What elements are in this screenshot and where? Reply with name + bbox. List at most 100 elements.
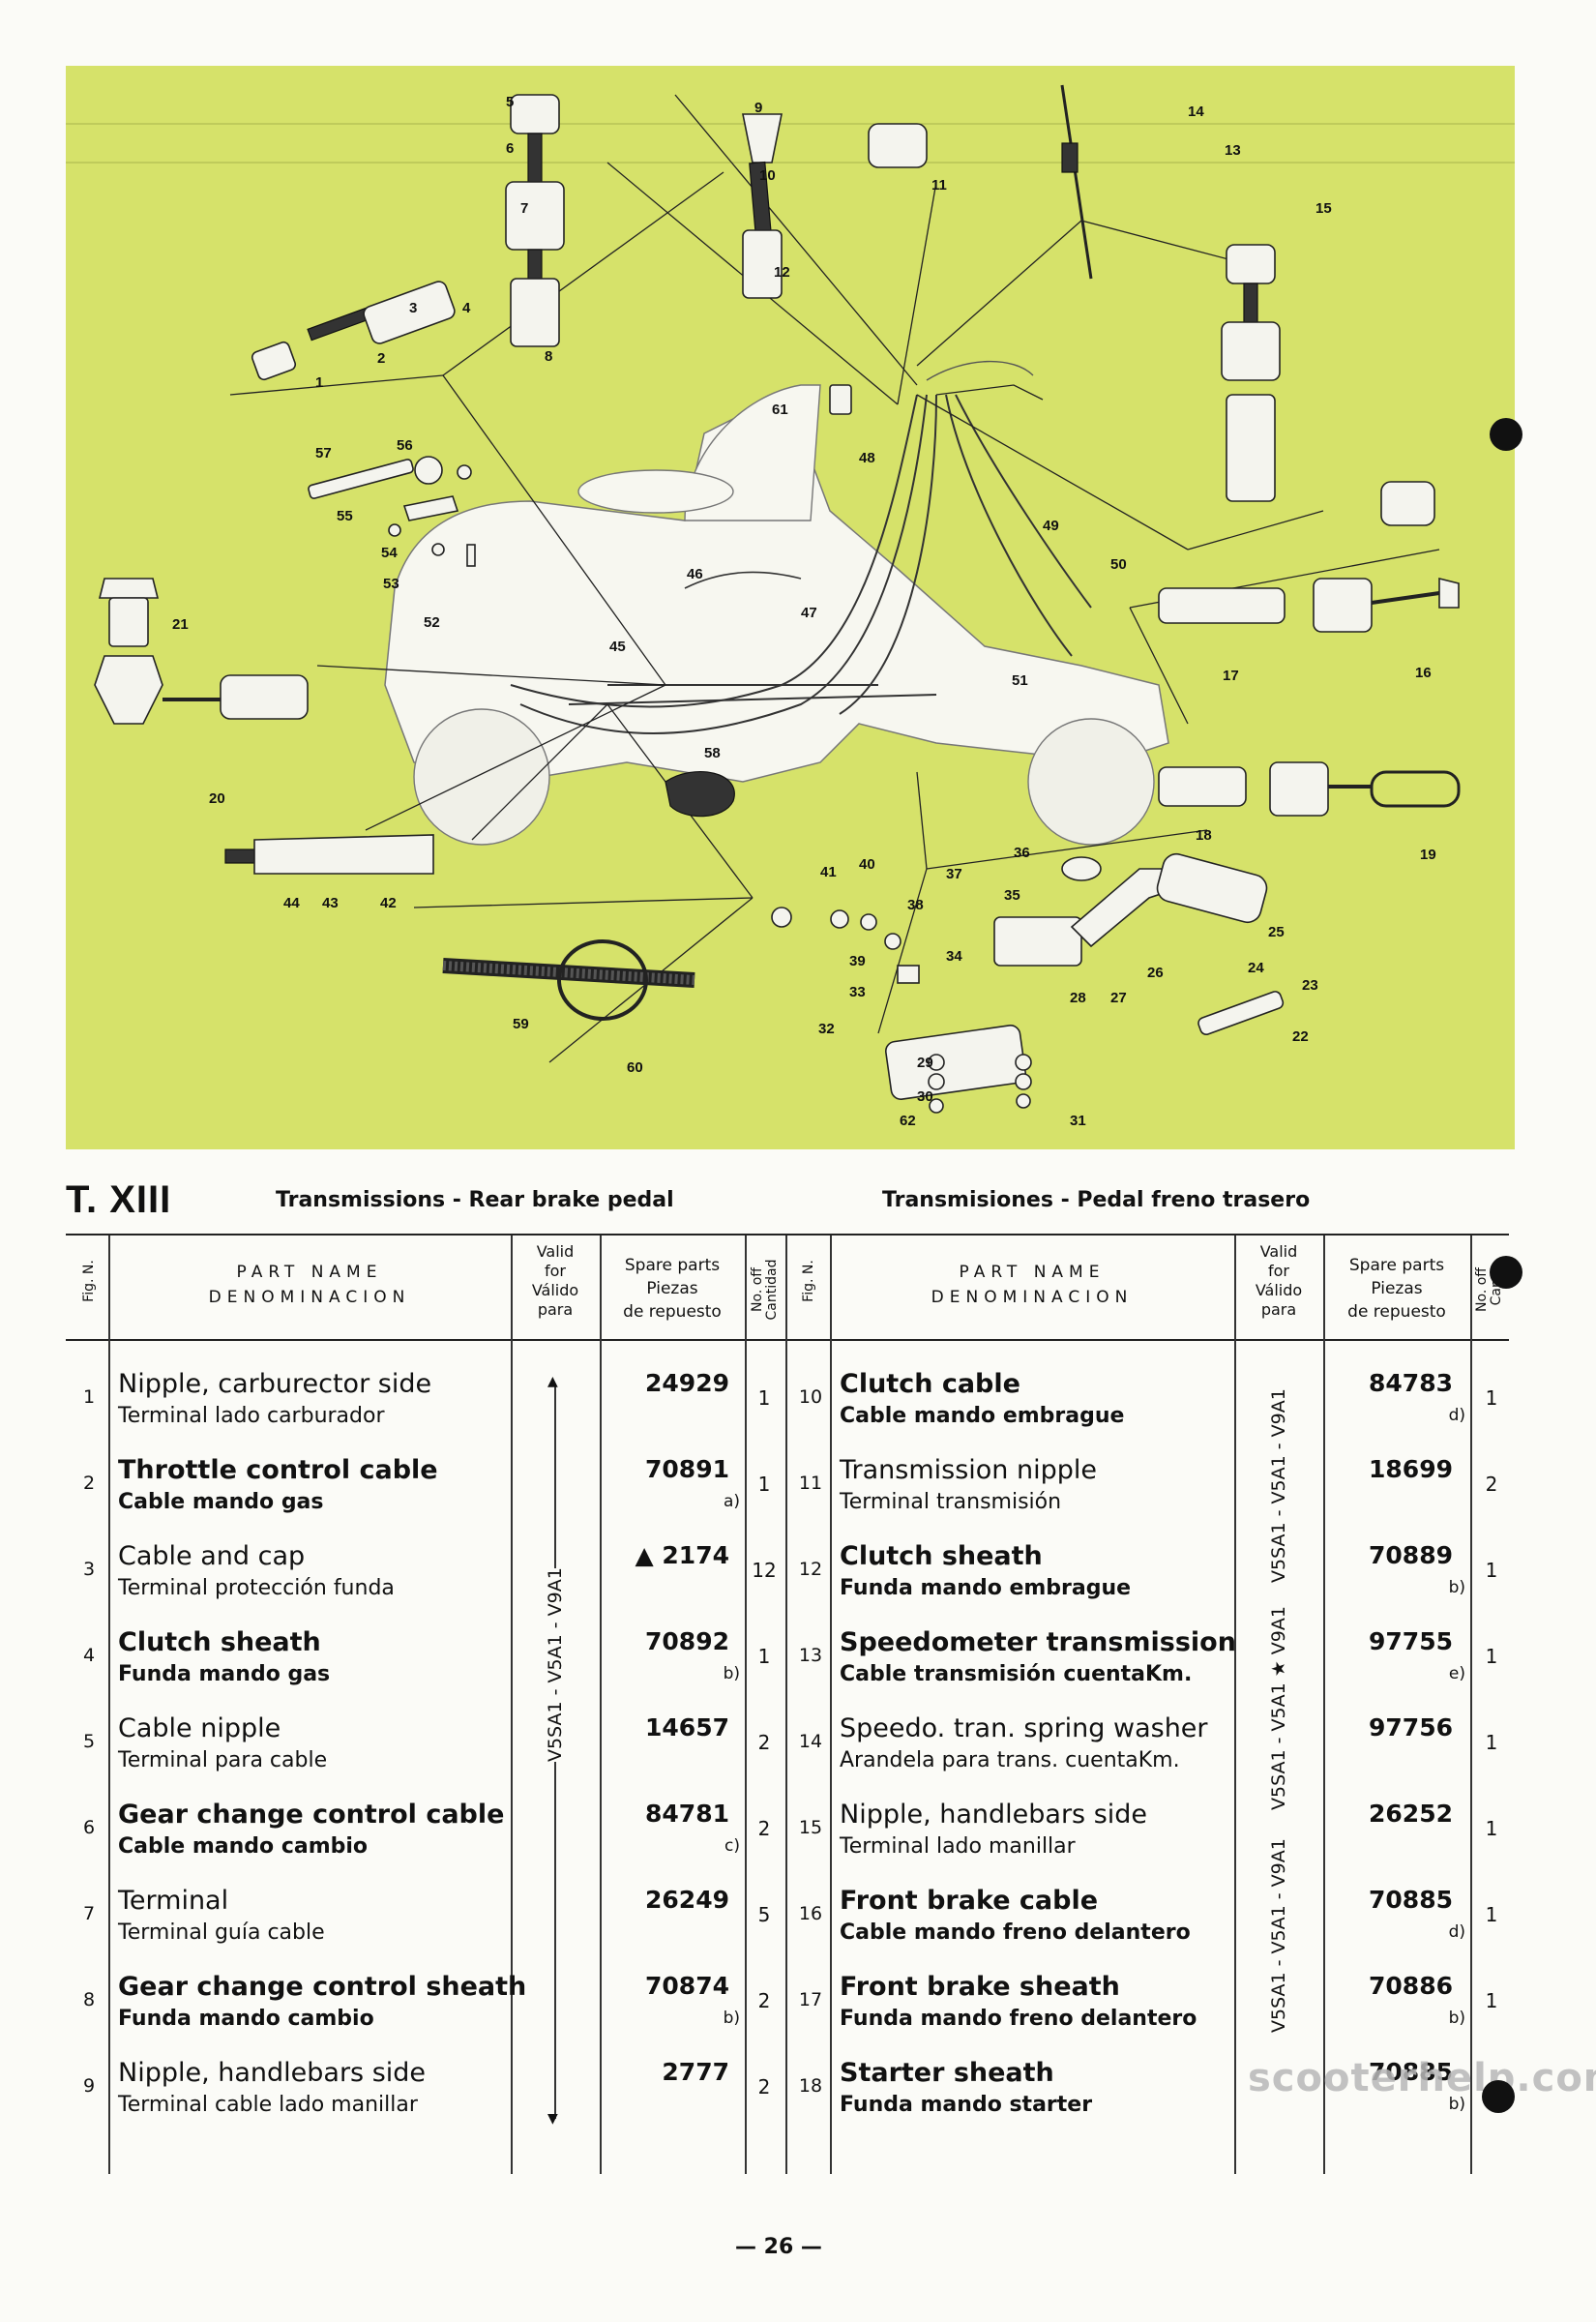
row-spare-part-code: 84783 (1369, 1369, 1453, 1397)
callout-label: 35 (1004, 887, 1020, 904)
row-spare-part-code: 84781 (645, 1800, 729, 1828)
callout-label: 41 (820, 864, 837, 880)
punch-hole (1490, 1256, 1522, 1289)
row-part-name-english: Starter sheath (840, 2058, 1054, 2088)
table-header-rule (66, 1339, 1509, 1341)
callout-label: 60 (627, 1059, 643, 1076)
callout-label: 27 (1110, 990, 1127, 1006)
row-fig-number: 14 (798, 1731, 823, 1752)
row-quantity: 1 (1485, 1817, 1498, 1840)
row-part-name-english: Transmission nipple (840, 1455, 1098, 1485)
row-fig-number: 1 (82, 1386, 96, 1408)
row-fig-number: 9 (82, 2075, 96, 2097)
row-spare-part-code: 2777 (662, 2058, 729, 2086)
row-part-name-english: Throttle control cable (118, 1455, 438, 1485)
row-part-name-english: Speedometer transmission (840, 1627, 1236, 1657)
punch-hole (1482, 2080, 1515, 2113)
callout-label: 22 (1292, 1028, 1309, 1045)
row-fig-number: 4 (82, 1645, 96, 1666)
row-part-name-spanish: Cable mando embrague (840, 1404, 1125, 1428)
row-note: a) (723, 1492, 740, 1511)
row-fig-number: 3 (82, 1559, 96, 1580)
callout-label: 15 (1315, 200, 1332, 217)
callout-label: 48 (859, 450, 875, 466)
row-part-name-spanish: Terminal cable lado manillar (118, 2093, 418, 2117)
row-quantity: 1 (1485, 1731, 1498, 1754)
row-part-name-spanish: Terminal lado manillar (840, 1834, 1076, 1859)
callout-label: 21 (172, 616, 189, 633)
callout-label: 25 (1268, 924, 1285, 940)
row-part-name-spanish: Funda mando freno delantero (840, 2007, 1197, 2031)
section-title-english: Transmissions - Rear brake pedal (276, 1188, 674, 1212)
row-quantity: 2 (757, 1817, 771, 1840)
row-part-name-spanish: Cable transmisión cuentaKm. (840, 1662, 1193, 1686)
row-quantity: 2 (1485, 1473, 1498, 1496)
callout-label: 45 (609, 639, 626, 655)
row-quantity: 2 (757, 2075, 771, 2099)
row-part-name-spanish: Funda mando starter (840, 2093, 1093, 2117)
row-part-name-spanish: Cable mando freno delantero (840, 1920, 1191, 1945)
section-title-spanish: Transmisiones - Pedal freno trasero (882, 1188, 1311, 1212)
row-fig-number: 8 (82, 1989, 96, 2010)
row-quantity: 1 (757, 1645, 771, 1668)
row-note: b) (723, 1664, 740, 1683)
callout-label: 59 (513, 1016, 529, 1032)
callout-label: 13 (1225, 142, 1241, 159)
row-part-name-spanish: Funda mando embrague (840, 1576, 1132, 1600)
callout-label: 16 (1415, 665, 1432, 681)
parts-drawings (94, 84, 1461, 1114)
row-part-name-english: Nipple, handlebars side (118, 2058, 427, 2088)
row-fig-number: 2 (82, 1473, 96, 1494)
row-note: e) (1448, 1664, 1465, 1683)
row-part-name-spanish: Cable mando gas (118, 1490, 324, 1514)
col-rule (600, 1235, 602, 2174)
row-part-name-spanish: Arandela para trans. cuentaKm. (840, 1748, 1180, 1772)
plate-number: T. XIII (66, 1178, 172, 1221)
callout-label: 36 (1014, 845, 1030, 861)
row-part-name-spanish: Terminal transmisión (840, 1490, 1062, 1514)
row-part-name-spanish: Funda mando cambio (118, 2007, 374, 2031)
row-quantity: 1 (757, 1386, 771, 1410)
row-part-name-english: Front brake sheath (840, 1972, 1120, 2002)
row-part-name-english: Nipple, handlebars side (840, 1800, 1148, 1830)
row-part-name-spanish: Funda mando gas (118, 1662, 331, 1686)
callout-label: 58 (704, 745, 721, 761)
callout-label: 51 (1012, 672, 1028, 689)
callout-label: 47 (801, 605, 817, 621)
row-note: b) (1448, 1578, 1465, 1597)
callout-label: 37 (946, 866, 962, 882)
row-fig-number: 18 (798, 2075, 823, 2097)
callout-label: 1 (315, 374, 323, 391)
row-spare-part-code: 97755 (1369, 1627, 1453, 1655)
callout-label: 30 (917, 1088, 933, 1105)
callout-label: 3 (409, 300, 417, 316)
row-part-name-english: Gear change control sheath (118, 1972, 527, 2002)
row-fig-number: 10 (798, 1386, 823, 1408)
col-rule (1234, 1235, 1236, 2174)
row-part-name-spanish: Cable mando cambio (118, 1834, 369, 1859)
callout-label: 14 (1188, 104, 1204, 120)
row-quantity: 2 (757, 1989, 771, 2012)
row-quantity: 1 (1485, 1386, 1498, 1410)
callout-label: 19 (1420, 847, 1436, 863)
row-spare-part-code: 18699 (1369, 1455, 1453, 1483)
row-spare-part-code: 70891 (645, 1455, 729, 1483)
row-fig-number: 11 (798, 1473, 823, 1494)
callout-label: 54 (381, 545, 398, 561)
row-spare-part-code: 26249 (645, 1886, 729, 1914)
callout-label: 4 (462, 300, 471, 316)
callout-label: 5 (506, 94, 514, 110)
row-part-name-english: Clutch cable (840, 1369, 1020, 1399)
row-quantity: 2 (757, 1731, 771, 1754)
